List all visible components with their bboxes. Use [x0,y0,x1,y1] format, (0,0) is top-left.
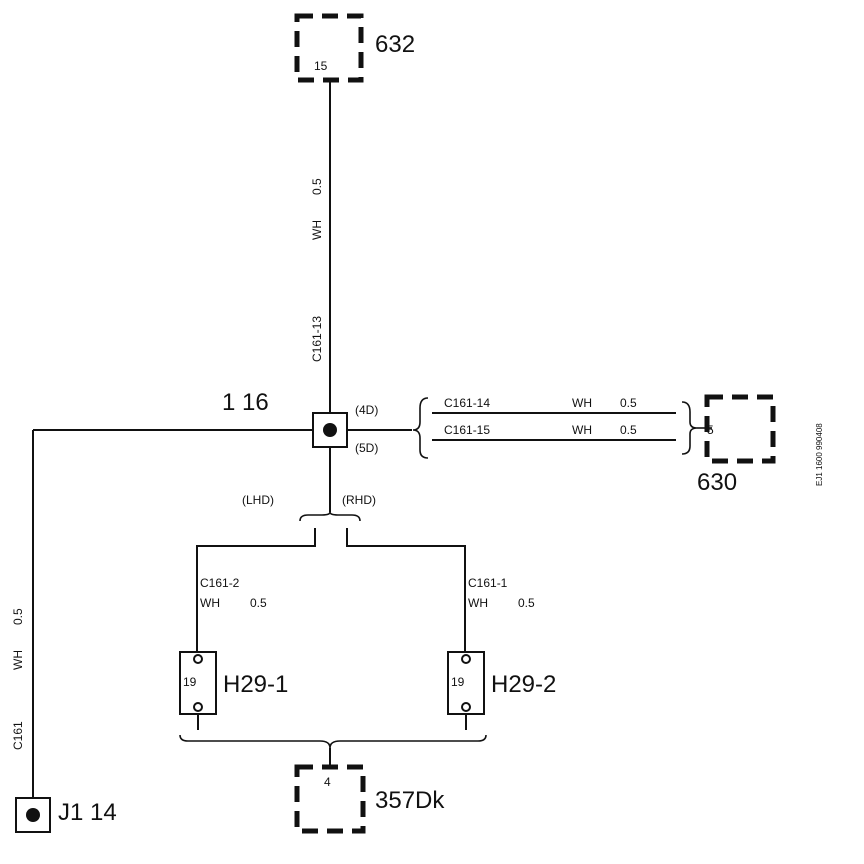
right-brace [681,401,698,455]
wire-c161-1-color: WH [468,596,488,610]
left-brace [412,397,429,459]
h29-2-label: H29-2 [491,671,556,698]
wire-left-size: 0.5 [11,608,25,625]
j1-label: J1 14 [58,799,117,826]
wire-c161-14-size: 0.5 [620,396,637,410]
wire-c161-2-color: WH [200,596,220,610]
wire-c161-14-circuit: C161-14 [444,396,490,410]
splice-label: 1 16 [222,389,269,416]
wire-left-color: WH [11,650,25,670]
h29-2-terminal-bottom [461,702,471,712]
connector-357dk-label: 357Dk [375,787,445,814]
h29-1-terminal-top [193,654,203,664]
h29-2-terminal-top [461,654,471,664]
connector-632-box [294,13,364,83]
wire-c161-15-size: 0.5 [620,423,637,437]
wire-c161-2-circuit: C161-2 [200,576,240,590]
h29-1-pin: 19 [183,675,197,689]
connector-632-label: 632 [375,31,415,58]
wire-c161-1-circuit: C161-1 [468,576,508,590]
connector-630-box [704,394,776,464]
connector-632-pin: 15 [314,59,328,73]
wire-c161-1-size: 0.5 [518,596,535,610]
wire-c161-2-size: 0.5 [250,596,267,610]
wire-c161-15-circuit: C161-15 [444,423,490,437]
h29-1-terminal-bottom [193,702,203,712]
wire-c161-14-color: WH [572,396,592,410]
connector-630-label: 630 [697,469,737,496]
wire-left-circuit: C161 [11,721,25,750]
splice-tag-5d: (5D) [355,441,378,455]
j1-node [26,808,40,822]
variant-brace [299,511,361,522]
wire-c161-2 [196,528,316,652]
splice-node [323,423,337,437]
connector-630-pin: 5 [707,423,714,437]
document-code: EJ1 1600 990408 [815,423,824,486]
connector-357dk-pin: 4 [324,775,331,789]
wire-top-size: 0.5 [310,178,324,195]
wire-top-color: WH [310,220,324,240]
wire-c161-1 [346,528,466,652]
variant-rhd: (RHD) [342,493,376,507]
variant-lhd: (LHD) [242,493,274,507]
h29-1-label: H29-1 [223,671,288,698]
h29-2-pin: 19 [451,675,465,689]
wire-c161-15-color: WH [572,423,592,437]
splice-tag-4d: (4D) [355,403,378,417]
bottom-brace [179,734,487,749]
connector-357dk-box [294,764,366,834]
wire-top-circuit: C161-13 [310,316,324,362]
